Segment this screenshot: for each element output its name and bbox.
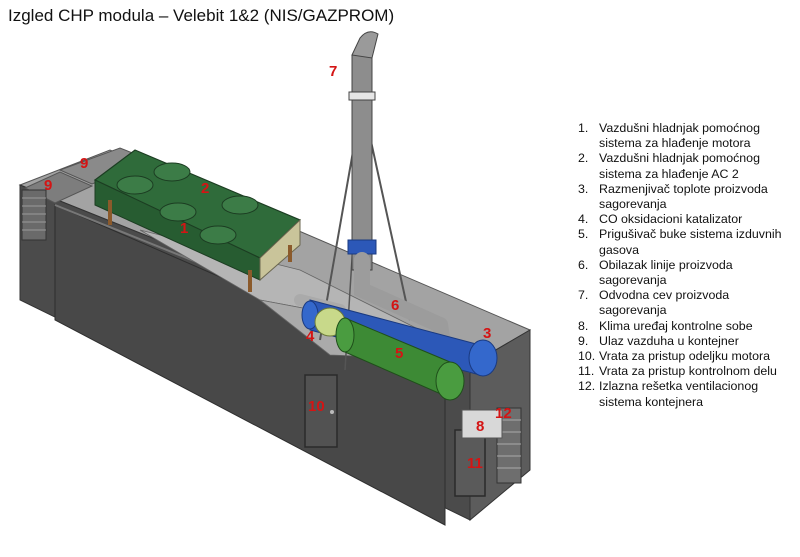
air-cooler-unit xyxy=(93,149,302,292)
component-legend: 1.Vazdušni hladnjak pomoćnog sistema za … xyxy=(578,121,798,410)
callout-9-left: 9 xyxy=(44,177,52,194)
callout-8: 8 xyxy=(476,418,484,435)
callout-9-top: 9 xyxy=(80,155,88,172)
callout-12: 12 xyxy=(495,405,512,422)
legend-item: 5.Prigušivač buke sistema izduvnih gasov… xyxy=(578,227,782,257)
callout-6: 6 xyxy=(391,297,399,314)
callout-2: 2 xyxy=(201,180,209,197)
callout-3: 3 xyxy=(483,325,491,342)
callout-5: 5 xyxy=(395,345,403,362)
callout-1: 1 xyxy=(180,220,188,237)
exhaust-silencer xyxy=(335,317,465,401)
exhaust-stack xyxy=(319,31,411,371)
air-inlet-louvre xyxy=(21,189,47,241)
legend-item: 9.Ulaz vazduha u kontejner xyxy=(578,333,739,348)
legend-item: 1.Vazdušni hladnjak pomoćnog sistema za … xyxy=(578,121,760,151)
control-access-door xyxy=(454,429,486,497)
ac-unit xyxy=(461,409,503,439)
legend-item: 2.Vazdušni hladnjak pomoćnog sistema za … xyxy=(578,151,760,181)
legend-item: 11.Vrata za pristup kontrolnom delu xyxy=(578,364,777,379)
callout-4: 4 xyxy=(306,328,315,345)
legend-item: 10.Vrata za pristup odeljku motora xyxy=(578,349,771,364)
legend-item: 7.Odvodna cev proizvoda sagorevanja xyxy=(578,288,730,318)
legend-item: 4.CO oksidacioni katalizator xyxy=(578,212,743,227)
legend-item: 8.Klima uređaj kontrolne sobe xyxy=(578,318,753,333)
legend-item: 12.Izlazna rešetka ventilacionog sistema… xyxy=(578,379,759,409)
page-title: Izgled CHP modula – Velebit 1&2 (NIS/GAZ… xyxy=(8,6,395,25)
callout-7: 7 xyxy=(329,63,337,80)
callout-11: 11 xyxy=(467,455,483,472)
legend-item: 3.Razmenjivač toplote proizvoda sagoreva… xyxy=(578,181,768,212)
callout-labels: 1 2 3 4 5 6 7 8 9 9 10 11 12 xyxy=(44,63,512,472)
legend-item: 6.Obilazak linije proizvoda sagorevanja xyxy=(578,257,733,288)
callout-10: 10 xyxy=(308,398,325,415)
